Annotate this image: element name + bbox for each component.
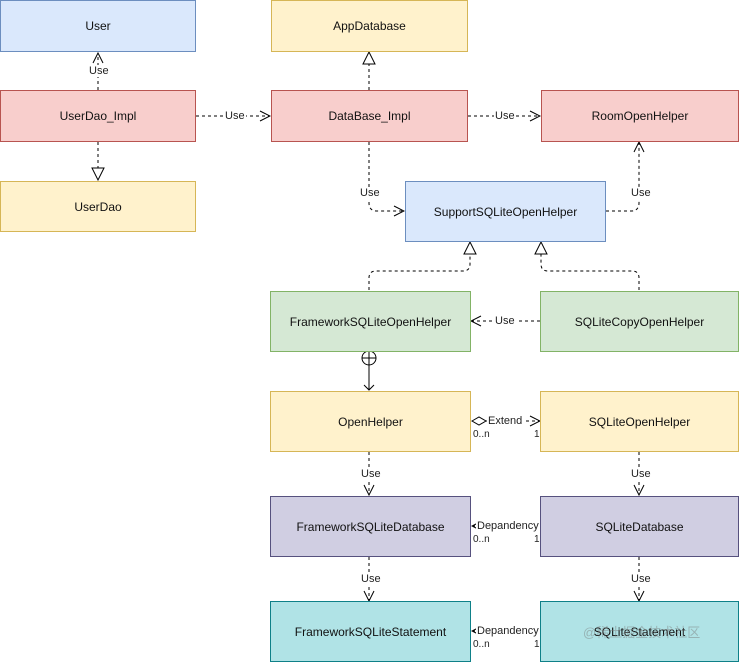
class-sqlite-open-helper-label: SQLiteOpenHelper: [588, 414, 691, 429]
class-framework-sqlite-open-helper-label: FrameworkSQLiteOpenHelper: [289, 314, 452, 329]
edge-label-use-copyhelper: Use: [494, 315, 516, 327]
class-open-helper-label: OpenHelper: [338, 414, 403, 429]
edge-label-dependency-database: Depandency: [476, 520, 540, 532]
class-database-impl: DataBase_Impl: [271, 90, 468, 142]
edge-label-use-roomopenhelper: Use: [494, 110, 516, 122]
class-framework-sqlite-database-label: FrameworkSQLiteDatabase: [296, 519, 445, 534]
edge-label-use-sqlitestatement: Use: [630, 573, 652, 585]
edge-label-use-sqlitedatabase: Use: [630, 468, 652, 480]
edge-databaseimpl-supportsqliteopenhelper: [368, 142, 404, 211]
class-sqlite-copy-open-helper-label: SQLiteCopyOpenHelper: [574, 314, 705, 329]
multiplicity-statement-one: 1: [534, 639, 540, 650]
class-user-label: User: [85, 19, 111, 33]
edge-frameworkhelper-supporthelper: [368, 242, 470, 290]
class-support-sqlite-open-helper-label: SupportSQLiteOpenHelper: [433, 204, 578, 219]
class-sqlite-statement-label: SQLiteStatement: [593, 624, 686, 639]
class-framework-sqlite-statement: FrameworkSQLiteStatement: [270, 601, 471, 662]
class-sqlite-statement: SQLiteStatement: [540, 601, 739, 662]
class-sqlite-database-label: SQLiteDatabase: [595, 519, 684, 534]
class-room-open-helper: RoomOpenHelper: [541, 90, 739, 142]
class-user-dao-impl: UserDao_Impl: [0, 90, 196, 142]
edge-label-use-user: Use: [88, 65, 110, 77]
edge-label-use-frameworkdatabase: Use: [360, 468, 382, 480]
multiplicity-database-one: 1: [534, 534, 540, 545]
class-sqlite-database: SQLiteDatabase: [540, 496, 739, 557]
class-app-database: AppDatabase: [271, 0, 468, 52]
multiplicity-extend-one: 1: [534, 429, 540, 440]
watermark: @稀土掘金技术社区: [583, 625, 701, 640]
edge-label-extend: Extend: [487, 415, 524, 427]
edge-label-use-supporthelper: Use: [359, 187, 381, 199]
class-framework-sqlite-database: FrameworkSQLiteDatabase: [270, 496, 471, 557]
class-sqlite-open-helper: SQLiteOpenHelper: [540, 391, 739, 452]
class-user: User: [0, 0, 196, 52]
class-sqlite-copy-open-helper: SQLiteCopyOpenHelper: [540, 291, 739, 352]
class-app-database-label: AppDatabase: [333, 19, 406, 33]
multiplicity-database-many: 0..n: [473, 534, 490, 545]
edge-copyhelper-supporthelper: [541, 242, 640, 290]
class-room-open-helper-label: RoomOpenHelper: [591, 109, 689, 123]
edge-label-use-frameworkstatement: Use: [360, 573, 382, 585]
class-open-helper: OpenHelper: [270, 391, 471, 452]
edge-supportsqliteopenhelper-roomopenhelper: [606, 142, 639, 212]
class-user-dao-impl-label: UserDao_Impl: [59, 109, 137, 123]
class-framework-sqlite-open-helper: FrameworkSQLiteOpenHelper: [270, 291, 471, 352]
multiplicity-statement-many: 0..n: [473, 639, 490, 650]
class-support-sqlite-open-helper: SupportSQLiteOpenHelper: [405, 181, 606, 242]
edge-label-dependency-statement: Depandency: [476, 625, 540, 637]
class-database-impl-label: DataBase_Impl: [328, 109, 411, 123]
inner-class-connector: [361, 350, 377, 391]
edge-label-use-roomfromsupport: Use: [630, 187, 652, 199]
multiplicity-extend-many: 0..n: [473, 429, 490, 440]
class-framework-sqlite-statement-label: FrameworkSQLiteStatement: [294, 624, 447, 639]
edge-label-use-databaseimpl: Use: [224, 110, 246, 122]
class-user-dao-label: UserDao: [74, 199, 122, 214]
class-user-dao: UserDao: [0, 181, 196, 232]
